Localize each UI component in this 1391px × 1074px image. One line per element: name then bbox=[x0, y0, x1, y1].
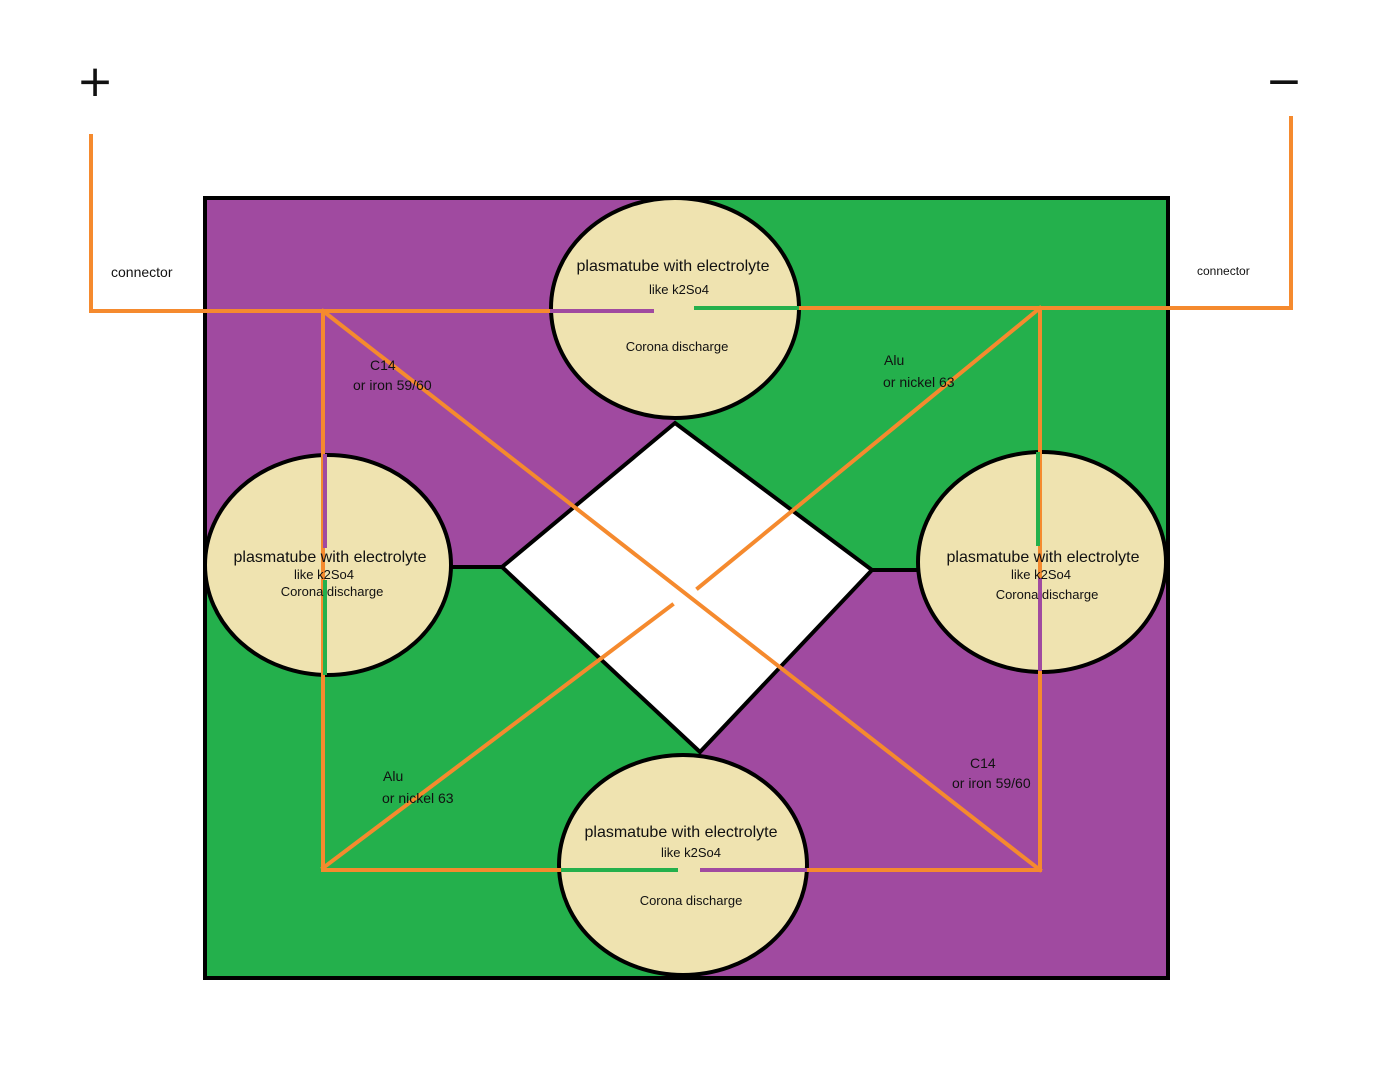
tube-left-electrolyte: like k2So4 bbox=[294, 567, 354, 582]
center-diamond bbox=[498, 420, 875, 755]
connector-label-left: connector bbox=[111, 264, 173, 280]
tube-bottom bbox=[557, 753, 809, 977]
material-top-left-line2: or iron 59/60 bbox=[353, 377, 432, 393]
material-top-left-line1: C14 bbox=[370, 357, 396, 373]
tube-left-title: plasmatube with electrolyte bbox=[234, 549, 427, 566]
tube-bottom-electrolyte: like k2So4 bbox=[661, 845, 721, 860]
tube-top-electrolyte: like k2So4 bbox=[649, 282, 709, 297]
tube-left bbox=[203, 453, 453, 677]
material-bottom-right-line2: or iron 59/60 bbox=[952, 775, 1031, 791]
tube-right-electrolyte: like k2So4 bbox=[1011, 567, 1071, 582]
electrodes bbox=[323, 306, 1042, 872]
connector-label-right: connector bbox=[1197, 264, 1250, 278]
material-top-right-line2: or nickel 63 bbox=[883, 374, 955, 390]
material-bottom-right-line1: C14 bbox=[970, 755, 996, 771]
tube-bottom-title: plasmatube with electrolyte bbox=[585, 824, 778, 841]
material-bottom-left-line2: or nickel 63 bbox=[382, 790, 454, 806]
material-bottom-left-line1: Alu bbox=[383, 768, 403, 784]
tube-left-discharge: Corona discharge bbox=[281, 584, 384, 599]
diagonal-wire-tl-br bbox=[320, 308, 1043, 873]
tube-right-discharge: Corona discharge bbox=[996, 587, 1099, 602]
diagonal-wire-tr-center bbox=[695, 305, 1043, 591]
tube-bottom-discharge: Corona discharge bbox=[640, 893, 743, 908]
material-top-right-line1: Alu bbox=[884, 352, 904, 368]
negative-wire bbox=[795, 116, 1293, 310]
diagonal-wire-bl-center bbox=[320, 602, 675, 871]
negative-terminal-sign: − bbox=[1266, 56, 1303, 107]
tube-top-discharge: Corona discharge bbox=[626, 339, 729, 354]
positive-wire bbox=[89, 134, 554, 313]
tube-top-title: plasmatube with electrolyte bbox=[577, 258, 770, 275]
positive-terminal-sign: + bbox=[77, 56, 114, 107]
tube-right-title: plasmatube with electrolyte bbox=[947, 549, 1140, 566]
